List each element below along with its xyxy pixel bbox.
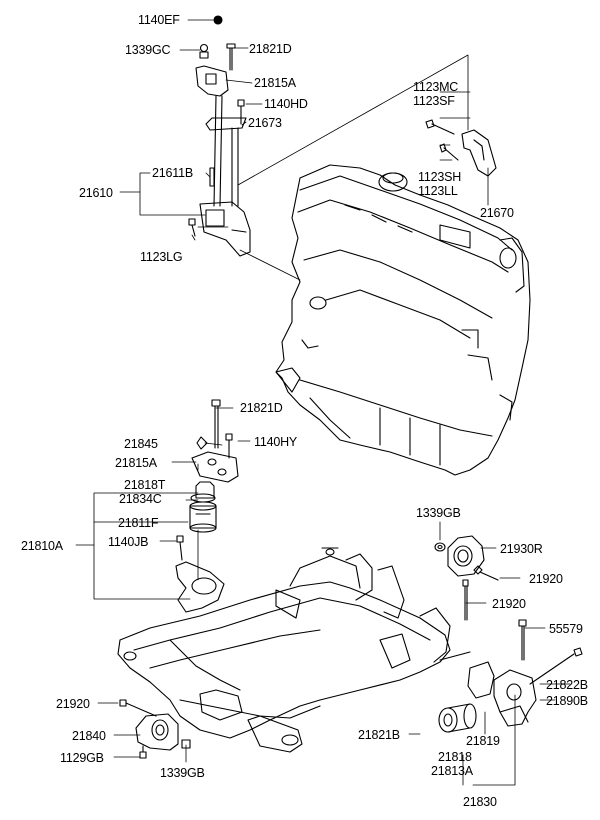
label-1140hy: 1140HY [254,435,298,449]
engine-block [275,164,531,476]
label-21920-r2: 21920 [492,597,526,611]
label-21815a-mid: 21815A [115,456,157,470]
label-1123ll: 1123LL [418,184,458,198]
label-1123mc: 1123MC [413,80,459,94]
label-1140ef: 1140EF [138,13,180,27]
label-1123sh: 1123SH [418,170,462,184]
label-21821d-mid: 21821D [240,401,283,415]
label-21819: 21819 [466,734,500,748]
label-21822b: 21822B [546,678,588,692]
label-1123lg: 1123LG [140,250,183,264]
label-21811f: 21811F [118,516,159,530]
label-21821b: 21821B [358,728,400,742]
label-21845: 21845 [124,437,158,451]
mid-mount-parts [175,399,239,613]
right-mount-parts [434,535,499,621]
subframe [117,547,471,753]
label-21920-left: 21920 [56,697,90,711]
top-right-bracket [425,119,497,177]
label-21670: 21670 [480,206,514,220]
label-21890b: 21890B [546,694,588,708]
top-mount-parts [188,15,251,257]
label-21821d-top: 21821D [249,42,292,56]
label-21810a: 21810A [21,539,63,553]
label-21930r: 21930R [500,542,543,556]
label-1123sf: 1123SF [413,94,455,108]
label-21815a-top: 21815A [254,76,296,90]
label-1140jb: 1140JB [108,535,149,549]
label-21840: 21840 [72,729,106,743]
label-21813a: 21813A [431,764,473,778]
leader-lines [75,19,571,786]
label-21818: 21818 [438,750,472,764]
label-1140hd: 1140HD [264,97,308,111]
label-21920-r1: 21920 [529,572,563,586]
label-21818t: 21818T [124,478,166,492]
label-55579: 55579 [549,622,583,636]
label-21673: 21673 [248,116,282,130]
label-21611b: 21611B [152,166,193,180]
label-1339gb-bottom: 1339GB [160,766,205,780]
label-1339gb-right: 1339GB [416,506,461,520]
bottom-right-mount-parts [438,619,583,733]
bottom-left-mount-parts [119,699,191,759]
label-1339gc: 1339GC [125,43,171,57]
label-21610: 21610 [79,186,113,200]
label-21834c: 21834C [119,492,162,506]
label-21830: 21830 [463,795,497,809]
label-1129gb: 1129GB [60,751,104,765]
